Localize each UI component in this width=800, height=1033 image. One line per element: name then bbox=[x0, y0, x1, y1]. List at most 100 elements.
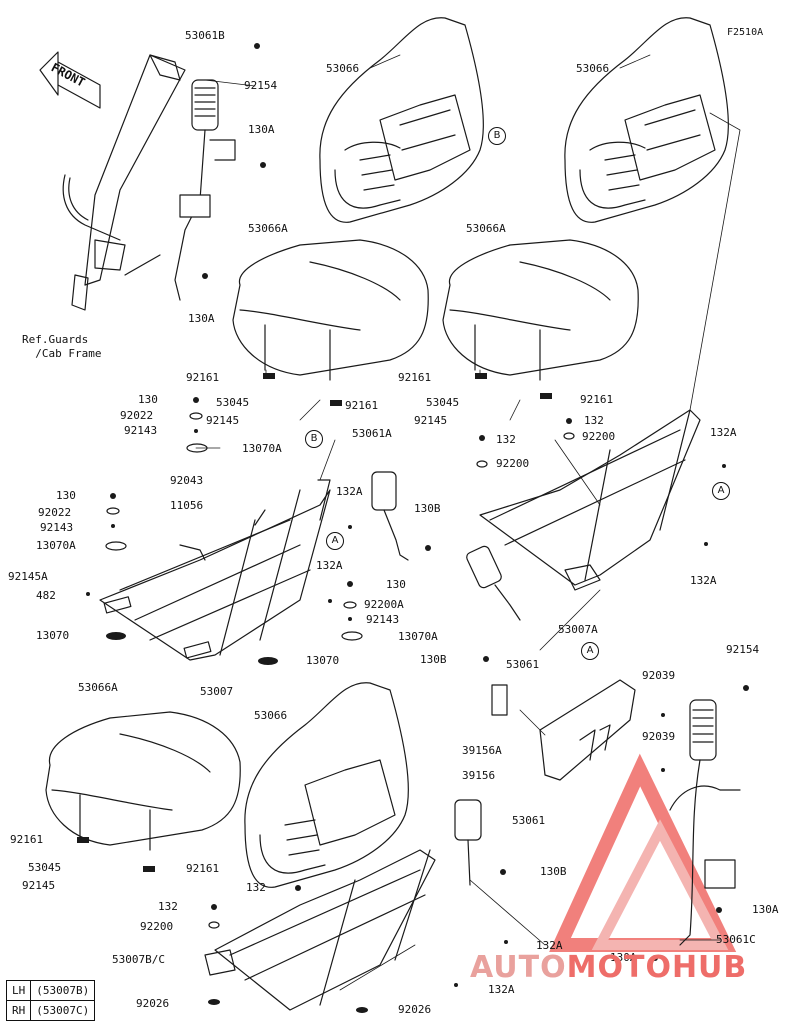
callout-92043: 92043 bbox=[170, 474, 204, 487]
callout-53045: 53045 bbox=[426, 396, 460, 409]
callout-53066: 53066 bbox=[576, 62, 610, 75]
callout-130A: 130A bbox=[752, 903, 779, 916]
seat-belt-retractor-top bbox=[124, 79, 236, 301]
callout-132: 132 bbox=[584, 414, 604, 427]
callout-53061B: 53061B bbox=[185, 29, 225, 42]
callout-13070: 13070 bbox=[306, 654, 340, 667]
callout-53045: 53045 bbox=[28, 861, 62, 874]
callout-53045: 53045 bbox=[216, 396, 250, 409]
callout-53061A: 53061A bbox=[352, 427, 392, 440]
callout-13070A: 13070A bbox=[398, 630, 438, 643]
legend-part: (53007C) bbox=[30, 1000, 96, 1021]
callout-92145: 92145 bbox=[206, 414, 240, 427]
callout-53066A: 53066A bbox=[248, 222, 288, 235]
front-arrow-icon bbox=[39, 51, 101, 109]
callout-39156A: 39156A bbox=[462, 744, 502, 757]
callout-132: 132 bbox=[496, 433, 516, 446]
reference-note: Ref.Guards /Cab Frame bbox=[22, 333, 102, 360]
callout-132A: 132A bbox=[316, 559, 343, 572]
seat-belt-retractor-right bbox=[669, 699, 741, 946]
seat-backrest-top-right bbox=[564, 17, 729, 223]
callout-53061: 53061 bbox=[512, 814, 546, 827]
callout-53061C: 53061C bbox=[716, 933, 756, 946]
legend-row: LH (53007B) bbox=[5, 980, 96, 1001]
seat-cushion-bottom-left bbox=[45, 711, 241, 851]
callout-13070: 13070 bbox=[36, 629, 70, 642]
callout-53066: 53066 bbox=[254, 709, 288, 722]
callout-92200: 92200 bbox=[582, 430, 616, 443]
callout-92039: 92039 bbox=[642, 669, 676, 682]
callout-92200: 92200 bbox=[140, 920, 174, 933]
callout-92154: 92154 bbox=[726, 643, 760, 656]
callout-92022: 92022 bbox=[120, 409, 154, 422]
callout-92161: 92161 bbox=[580, 393, 614, 406]
callout-92154: 92154 bbox=[244, 79, 278, 92]
hardware-fasteners bbox=[77, 43, 749, 1013]
callout-92161: 92161 bbox=[10, 833, 44, 846]
callout-130A: 130A bbox=[610, 951, 637, 964]
seat-cushion-top-center bbox=[232, 239, 429, 381]
legend-part: (53007B) bbox=[30, 980, 96, 1001]
reference-circle-a: A bbox=[581, 642, 599, 660]
callout-13070A: 13070A bbox=[242, 442, 282, 455]
callout-130B: 130B bbox=[414, 502, 441, 515]
callout-132: 132 bbox=[158, 900, 178, 913]
callout-130: 130 bbox=[138, 393, 158, 406]
callout-92200A: 92200A bbox=[364, 598, 404, 611]
reference-circle-a: A bbox=[326, 532, 344, 550]
reference-circle-b: B bbox=[305, 430, 323, 448]
callout-53066A: 53066A bbox=[466, 222, 506, 235]
callout-92161: 92161 bbox=[398, 371, 432, 384]
callout-130B: 130B bbox=[420, 653, 447, 666]
callout-92022: 92022 bbox=[38, 506, 72, 519]
callout-92161: 92161 bbox=[186, 862, 220, 875]
callout-92161: 92161 bbox=[345, 399, 379, 412]
seat-belt-buckle-bottom bbox=[454, 799, 482, 886]
callout-53007: 53007 bbox=[200, 685, 234, 698]
callout-132A: 132A bbox=[710, 426, 737, 439]
seat-frame-right bbox=[479, 409, 701, 591]
reference-circle-a: A bbox=[712, 482, 730, 500]
callout-92200: 92200 bbox=[496, 457, 530, 470]
callout-130: 130 bbox=[386, 578, 406, 591]
seat-belt-buckle-center bbox=[371, 471, 409, 561]
watermark-text-hub: HUB bbox=[671, 950, 748, 985]
leader-lines bbox=[195, 54, 741, 991]
callout-92145: 92145 bbox=[414, 414, 448, 427]
callout-53066A: 53066A bbox=[78, 681, 118, 694]
seat-frame-bottom bbox=[204, 849, 436, 1011]
callout-132A: 132A bbox=[690, 574, 717, 587]
callout-132A: 132A bbox=[536, 939, 563, 952]
callout-53061: 53061 bbox=[506, 658, 540, 671]
callout-92145A: 92145A bbox=[8, 570, 48, 583]
callout-92143: 92143 bbox=[366, 613, 400, 626]
watermark-triangle-icon bbox=[549, 753, 737, 952]
callout-130: 130 bbox=[56, 489, 76, 502]
callout-92143: 92143 bbox=[40, 521, 74, 534]
callout-13070A: 13070A bbox=[36, 539, 76, 552]
callout-92143: 92143 bbox=[124, 424, 158, 437]
callout-482: 482 bbox=[36, 589, 56, 602]
watermark-logo: AUTOMOTOHUB bbox=[470, 950, 747, 985]
legend-side: RH bbox=[5, 1000, 32, 1021]
watermark-text-auto: AUTO bbox=[470, 950, 567, 985]
reference-circle-b: B bbox=[488, 127, 506, 145]
callout-39156: 39156 bbox=[462, 769, 496, 782]
figure-code: F2510A bbox=[727, 27, 764, 38]
seat-backrest-top-center bbox=[319, 17, 484, 223]
legend-row: RH (53007C) bbox=[5, 1000, 96, 1021]
callout-53066: 53066 bbox=[326, 62, 360, 75]
watermark-text-moto: MOTO bbox=[566, 950, 672, 985]
callout-130A: 130A bbox=[188, 312, 215, 325]
callout-132A: 132A bbox=[336, 485, 363, 498]
callout-92026: 92026 bbox=[136, 997, 170, 1010]
cab-frame-guard bbox=[62, 54, 186, 311]
seat-backrest-bottom bbox=[244, 682, 409, 888]
callout-132: 132 bbox=[246, 881, 266, 894]
legend-side: LH bbox=[5, 980, 32, 1001]
seat-cushion-top-right bbox=[442, 239, 639, 381]
side-legend-table: LH (53007B) RH (53007C) bbox=[5, 980, 96, 1021]
callout-92145: 92145 bbox=[22, 879, 56, 892]
callout-53007B/C: 53007B/C bbox=[112, 953, 165, 966]
